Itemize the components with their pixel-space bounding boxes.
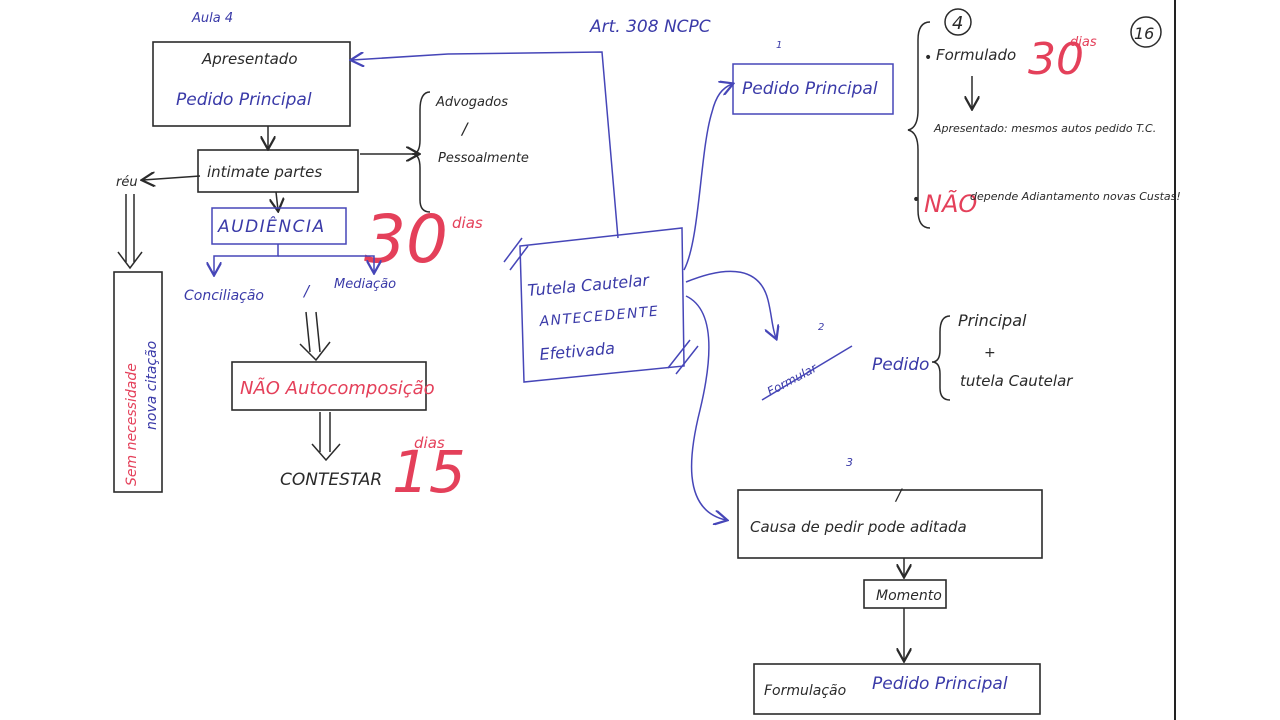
intimate-partes-label: intimate partes	[207, 163, 322, 181]
pedido-principal-label-right: Pedido Principal	[742, 79, 878, 99]
formulacao-pedido-principal: Pedido Principal	[872, 674, 1008, 694]
momento-label: Momento	[876, 588, 942, 604]
pessoalmente-label: Pessoalmente	[438, 151, 529, 166]
principal-label: Principal	[958, 311, 1027, 330]
double-arrow-nao-line-1	[305, 311, 311, 353]
pedido-principal-label: Pedido Principal	[176, 90, 312, 110]
number-3: 3	[846, 456, 853, 469]
bullet-3-rest: depende Adiantamento novas Custas!	[970, 190, 1181, 203]
causa-mark: /	[894, 485, 903, 504]
double-arrow-nao-line-2	[315, 311, 321, 353]
formular-strike	[761, 345, 853, 401]
bullet-3-nao: NÃO	[924, 188, 977, 218]
vertical-note-red: Sem necessidade	[124, 363, 140, 486]
vertical-note-blue: nova citação	[144, 341, 160, 430]
contestar-days-unit: dias	[414, 434, 445, 452]
causa-label: Causa de pedir pode aditada	[750, 518, 967, 536]
arrow-to-reu	[143, 176, 201, 180]
tutela-box	[519, 227, 685, 383]
circled-4-label: 4	[952, 13, 963, 34]
tutela-cautelar-label: tutela Cautelar	[960, 372, 1073, 390]
arrow-tutela-to-pedido-principal	[683, 84, 732, 271]
double-arrow-contestar-head	[311, 443, 341, 462]
mediacao-slash: /	[302, 282, 311, 300]
pedido-label: Pedido	[872, 355, 929, 375]
intimate-partes-box	[197, 149, 359, 193]
double-arrow-nao-head	[299, 341, 331, 362]
plus-label: +	[984, 345, 996, 361]
audiencia-label: AUDIÊNCIA	[217, 215, 326, 237]
hash-marks-bottom-right	[667, 339, 699, 375]
vertical-note-box	[113, 271, 163, 493]
bullet-1-dot: •	[924, 50, 932, 66]
contestar-label: CONTESTAR	[280, 470, 382, 490]
article-reference: Art. 308 NCPC	[589, 17, 711, 37]
arrow-intimate-to-audiencia	[276, 191, 278, 210]
causa-box	[737, 489, 1043, 559]
apresentado-label: Apresentado	[201, 50, 298, 68]
aula-label: Aula 4	[191, 11, 233, 26]
conciliacao-label: Conciliação	[184, 288, 264, 304]
bullet-1-days-unit: dias	[1070, 35, 1097, 50]
tutela-line-3: Efetivada	[539, 338, 616, 364]
audiencia-days-number: 30	[364, 201, 448, 278]
advogados-label: Advogados	[435, 95, 508, 110]
hash-marks-top-left	[503, 237, 529, 271]
bullet-1-days-number: 30	[1028, 34, 1084, 85]
reu-label: réu	[116, 175, 138, 190]
nao-autocomposicao-label: NÃO Autocomposição	[240, 377, 435, 399]
pedido-principal-box-right	[732, 63, 894, 115]
audiencia-box	[211, 207, 347, 245]
formulacao-box	[753, 663, 1041, 715]
arrow-tutela-to-causa	[685, 295, 726, 520]
paper-edge	[1174, 0, 1176, 720]
brace-right-middle	[931, 315, 951, 401]
paper-sheet	[100, 0, 1176, 720]
circled-16-label: 16	[1134, 24, 1154, 43]
number-2: 2	[818, 322, 824, 333]
arrow-tutela-to-apresentado	[352, 51, 619, 239]
circled-16-ring	[1130, 16, 1162, 48]
nao-autocomposicao-box	[231, 361, 427, 411]
brace-advogados	[411, 91, 431, 213]
double-arrow-reu-head	[117, 251, 143, 270]
slash-label: /	[460, 119, 469, 138]
contestar-days-number: 15	[392, 438, 466, 506]
number-1: 1	[776, 40, 782, 51]
bullet-2-label: Apresentado: mesmos autos pedido T.C.	[933, 122, 1156, 135]
brace-right-top	[907, 21, 931, 229]
arrow-tutela-to-formular	[685, 270, 776, 338]
audiencia-days-unit: dias	[452, 214, 483, 232]
tutela-line-2: ANTECEDENTE	[538, 304, 660, 330]
arrow-to-mediacao	[278, 255, 374, 272]
apresentado-box	[152, 41, 351, 127]
bullet-1-prefix: Formulado	[936, 46, 1016, 64]
tutela-line-1: Tutela Cautelar	[527, 270, 651, 300]
bullet-3-dot: •	[912, 192, 920, 208]
mediacao-label: Mediação	[334, 277, 396, 292]
arrow-to-conciliacao	[214, 244, 279, 274]
momento-box	[863, 579, 947, 609]
formulacao-label: Formulação	[764, 683, 846, 699]
circled-4-ring	[944, 8, 972, 36]
